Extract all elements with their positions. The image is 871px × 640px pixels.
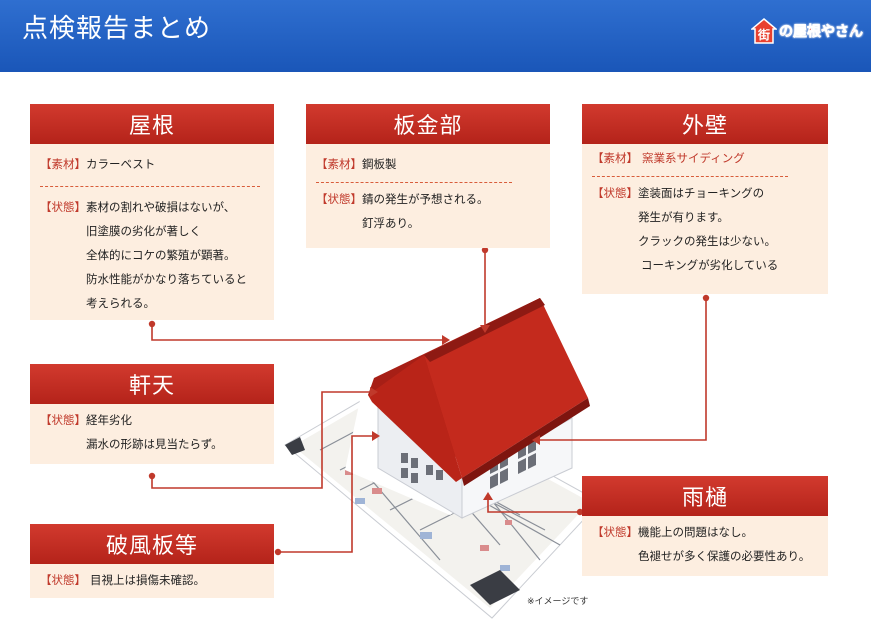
fascia-status: 目視上は損傷未確認。 (90, 573, 205, 587)
status-tag: 【状態】 (592, 186, 638, 200)
material-tag: 【素材】 (592, 151, 638, 165)
status-line: 考えられる。 (86, 296, 155, 310)
roof-card-body: 【素材】 カラーベスト 【状態】 素材の割れや破損はないが、 旧塗膜の劣化が著し… (30, 144, 274, 321)
sheet-metal-material: 鋼板製 (362, 157, 397, 171)
arrow-icon (442, 335, 450, 345)
fascia-card-title: 破風板等 (30, 524, 274, 564)
eaves-status: 経年劣化 漏水の形跡は見当たらず。 (86, 408, 223, 456)
arrow-icon (370, 387, 378, 397)
status-tag: 【状態】 (40, 200, 86, 214)
gutter-status: 機能上の問題はなし。 色褪せが多く保護の必要性あり。 (638, 520, 810, 568)
eaves-card-title: 軒天 (30, 364, 274, 404)
status-line: 釘浮あり。 (362, 216, 420, 230)
status-line: クラックの発生は少ない。 (638, 234, 776, 248)
material-tag: 【素材】 (316, 157, 362, 171)
outer-wall-material: 窯業系サイディング (642, 151, 745, 165)
gutter-connector-dot (576, 508, 584, 516)
fascia-card: 破風板等 【状態】 目視上は損傷未確認。 (30, 524, 274, 598)
house-logo-icon: 街 (749, 18, 779, 44)
arrow-icon (483, 492, 493, 500)
status-line: 素材の割れや破損はないが、 (86, 200, 236, 214)
gutter-card-body: 【状態】 機能上の問題はなし。 色褪せが多く保護の必要性あり。 (582, 516, 828, 574)
connector-endpoints (148, 246, 710, 556)
outer-wall-status: 塗装面はチョーキングの 発生が有ります。 クラックの発生は少ない。 コーキングが… (638, 181, 778, 277)
status-line: 防水性能がかなり落ちていると (86, 272, 247, 286)
roof-card: 屋根 【素材】 カラーベスト 【状態】 素材の割れや破損はないが、 旧塗膜の劣化… (30, 104, 274, 320)
divider (40, 186, 260, 187)
roof-status: 素材の割れや破損はないが、 旧塗膜の劣化が著しく 全体的にコケの繁殖が顕著。 防… (86, 195, 247, 315)
fascia-card-body: 【状態】 目視上は損傷未確認。 (30, 564, 274, 598)
status-line: 全体的にコケの繁殖が顕著。 (86, 248, 236, 262)
outer-wall-connector-dot (702, 294, 710, 302)
roof-connector-dot (148, 320, 156, 328)
sheet-metal-connector-dot (481, 246, 489, 254)
status-tag: 【状態】 (316, 192, 362, 206)
eaves-card: 軒天 【状態】 経年劣化 漏水の形跡は見当たらず。 (30, 364, 274, 464)
arrow-icon (532, 435, 540, 445)
status-line: 機能上の問題はなし。 (638, 525, 753, 539)
image-note: ※イメージです (527, 597, 589, 607)
sheet-metal-card-body: 【素材】 鋼板製 【状態】 錆の発生が予想される。 釘浮あり。 (306, 144, 550, 241)
header-bar: 点検報告まとめ 街 の屋根やさん (0, 0, 871, 72)
status-line: 塗装面はチョーキングの (638, 186, 765, 200)
connector-lines (151, 250, 707, 553)
gutter-card-title: 雨樋 (582, 476, 828, 516)
status-line: 旧塗膜の劣化が著しく (86, 224, 201, 238)
connector-arrowheads (370, 325, 540, 500)
divider (592, 176, 788, 177)
roof-material: カラーベスト (86, 157, 156, 171)
roof-card-title: 屋根 (30, 104, 274, 144)
sheet-metal-card: 板金部 【素材】 鋼板製 【状態】 錆の発生が予想される。 釘浮あり。 (306, 104, 550, 248)
arrow-icon (372, 431, 380, 441)
house-model (345, 292, 610, 519)
status-tag: 【状態】 (592, 525, 638, 539)
outer-wall-card-title: 外壁 (582, 104, 828, 144)
eaves-card-body: 【状態】 経年劣化 漏水の形跡は見当たらず。 (30, 404, 274, 462)
status-line: 漏水の形跡は見当たらず。 (86, 437, 223, 451)
eaves-connector-dot (148, 472, 156, 480)
outer-wall-card: 外壁 【素材】 窯業系サイディング 【状態】 塗装面はチョーキングの 発生が有り… (582, 104, 828, 294)
status-tag: 【状態】 (40, 573, 86, 587)
page-title: 点検報告まとめ (22, 14, 212, 44)
divider (316, 182, 512, 183)
status-line: 色褪せが多く保護の必要性あり。 (638, 549, 811, 563)
sheet-metal-card-title: 板金部 (306, 104, 550, 144)
logo-house-char: 街 (757, 27, 770, 42)
gutter-card: 雨樋 【状態】 機能上の問題はなし。 色褪せが多く保護の必要性あり。 (582, 476, 828, 576)
status-line: 発生が有ります。 (638, 210, 729, 224)
status-line: 錆の発生が予想される。 (362, 192, 489, 206)
material-tag: 【素材】 (40, 157, 86, 171)
company-logo[interactable]: 街 の屋根やさん (749, 16, 864, 46)
outer-wall-card-body: 【素材】 窯業系サイディング 【状態】 塗装面はチョーキングの 発生が有ります。… (582, 144, 828, 283)
status-line: 経年劣化 (86, 413, 132, 427)
logo-text: の屋根やさん (779, 24, 864, 41)
status-line: コーキングが劣化している (641, 258, 779, 272)
arrow-icon (480, 325, 490, 333)
sheet-metal-status: 錆の発生が予想される。 釘浮あり。 (362, 187, 489, 235)
fascia-connector-dot (274, 548, 282, 556)
status-tag: 【状態】 (40, 413, 86, 427)
